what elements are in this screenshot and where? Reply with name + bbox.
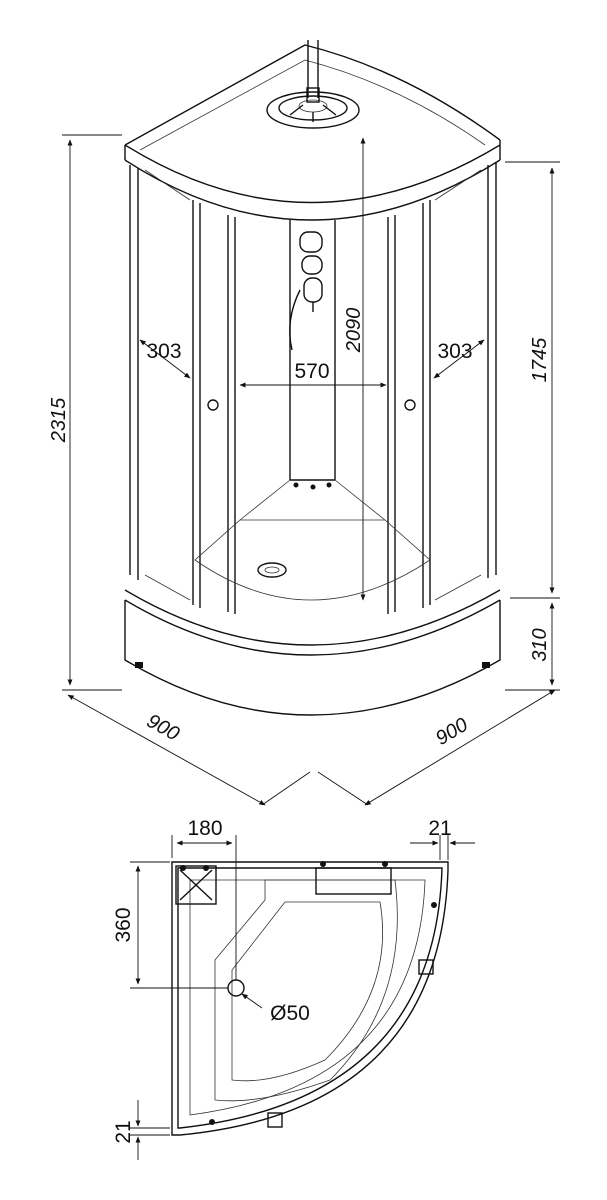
dimension-drain-y: 360 <box>112 861 228 989</box>
dimension-tray-height: 310 <box>505 602 560 691</box>
dim-drain-y: 360 <box>112 907 135 942</box>
dimension-inner-width: 570 <box>239 360 387 388</box>
dim-gap-bottom: 21 <box>112 1120 135 1143</box>
plan-view: 180 360 21 21 Ø50 <box>112 817 475 1160</box>
cabin-frame <box>129 162 497 614</box>
plan-outline <box>171 861 449 1136</box>
dimension-drain-diameter: Ø50 <box>241 993 310 1025</box>
dimension-side-left: 900 <box>67 694 311 806</box>
dim-cabin-height: 1745 <box>529 337 551 382</box>
dimension-drain-x: 180 <box>171 817 237 980</box>
drain-icon <box>227 979 245 997</box>
dim-drain-diameter: Ø50 <box>270 1002 310 1025</box>
shower-column <box>289 231 332 490</box>
shower-tray <box>124 519 501 716</box>
elevation-view: 2315 1745 310 2090 570 303 303 <box>48 40 560 806</box>
dim-door-right: 303 <box>437 340 472 363</box>
dim-inner-height: 2090 <box>343 308 365 354</box>
dimension-gap-right: 21 <box>410 817 475 860</box>
ventilation-cap <box>266 40 360 129</box>
dim-door-left: 303 <box>146 340 181 363</box>
dim-drain-x: 180 <box>187 817 222 840</box>
dim-side-right: 900 <box>432 714 472 750</box>
dim-gap-right: 21 <box>428 817 451 840</box>
dimension-inner-height: 2090 <box>343 137 366 601</box>
dimension-door-left: 303 <box>139 339 191 379</box>
dim-total-height: 2315 <box>48 397 70 443</box>
dimension-cabin-height: 1745 <box>505 161 560 599</box>
dimension-door-right: 303 <box>433 339 485 379</box>
dim-tray-height: 310 <box>529 628 551 661</box>
dim-inner-width: 570 <box>294 360 329 383</box>
dimension-side-right: 900 <box>317 689 556 806</box>
dimension-gap-bottom: 21 <box>112 1100 170 1160</box>
dimension-total-height: 2315 <box>48 134 122 691</box>
